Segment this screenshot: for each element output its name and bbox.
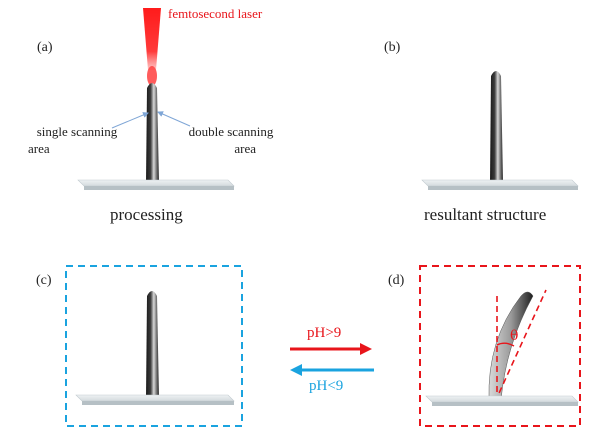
- panel-c-diagram: [65, 265, 243, 427]
- panel-b-diagram: [421, 71, 579, 190]
- substrate-a: [77, 179, 235, 190]
- double-scanning-label: double scanning area: [176, 123, 286, 157]
- forward-arrowhead: [360, 343, 372, 355]
- single-scanning-pointer: [111, 112, 149, 129]
- panel-label-d: (d): [388, 273, 405, 288]
- panel-a-diagram: [77, 8, 235, 190]
- panel-label-c: (c): [36, 273, 52, 288]
- laser-focus: [147, 66, 157, 86]
- single-scanning-label-line1: single scanning: [36, 124, 118, 139]
- laser-beam: [143, 8, 161, 70]
- backward-arrowhead: [290, 364, 302, 376]
- double-scanning-pointer: [157, 111, 191, 127]
- panel-label-b: (b): [384, 40, 401, 55]
- pillar-c: [146, 291, 159, 398]
- panel-label-a: (a): [37, 40, 53, 55]
- caption-resultant-structure: resultant structure: [424, 205, 547, 224]
- pillar-b: [490, 71, 503, 183]
- substrate-b: [421, 179, 579, 190]
- backward-ph-label: pH<9: [309, 378, 344, 394]
- double-scanning-label-line1: double scanning: [188, 124, 274, 139]
- substrate-c: [75, 394, 235, 405]
- double-scanning-label-line2: area: [234, 141, 256, 156]
- substrate-d: [425, 395, 579, 406]
- caption-processing: processing: [110, 205, 183, 224]
- single-scanning-label-line2: area: [28, 141, 50, 156]
- panel-d-diagram: [419, 265, 581, 427]
- forward-ph-label: pH>9: [307, 325, 342, 341]
- angle-theta-label: θ: [510, 328, 519, 344]
- angle-arc: [496, 342, 515, 347]
- frame-d: [419, 265, 581, 427]
- ph-switch-arrows: [290, 343, 374, 376]
- laser-label: femtosecond laser: [168, 6, 263, 21]
- bent-tangent-line: [494, 289, 547, 403]
- pillar-d-bent: [488, 291, 534, 401]
- single-scanning-label: single scanning area: [24, 123, 130, 157]
- frame-c: [65, 265, 243, 427]
- pillar-a: [146, 83, 159, 183]
